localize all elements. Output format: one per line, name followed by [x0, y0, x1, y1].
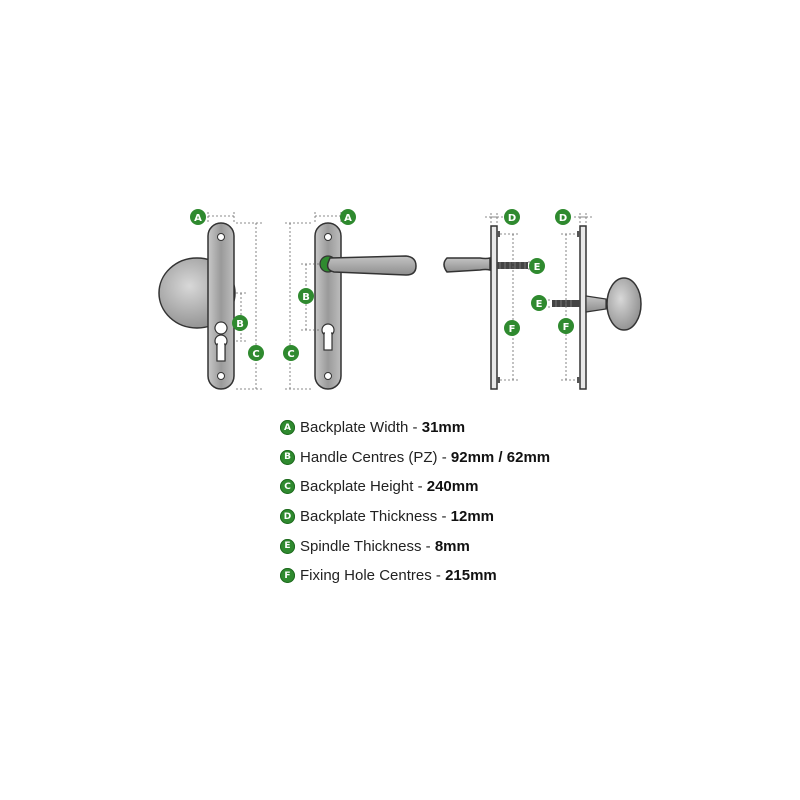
fixing-hole [324, 372, 332, 380]
legend-separator: - [437, 508, 451, 526]
marker-d-badge: D [280, 509, 295, 525]
marker-a-view1: A [190, 209, 206, 225]
side-view-lever [443, 225, 528, 390]
marker-c-view2: C [283, 345, 299, 361]
marker-a-view2: A [340, 209, 356, 225]
backplate-side [490, 225, 498, 390]
marker-a-label: A [344, 213, 352, 224]
legend-separator: - [421, 537, 435, 555]
marker-e-view4: E [531, 295, 547, 311]
fixing-hole [217, 372, 225, 380]
dimension-legend: A Backplate Width - 31mm B Handle Centre… [280, 413, 700, 591]
marker-d-label: D [508, 213, 516, 224]
marker-f-label: F [509, 324, 516, 335]
spindle [497, 262, 528, 269]
side-view-knob [552, 225, 642, 390]
fixing-hole [217, 233, 225, 241]
marker-a-label: A [194, 213, 202, 224]
lever-handle [326, 255, 417, 276]
marker-b-label: B [236, 319, 244, 330]
legend-value: 215mm [445, 567, 497, 585]
marker-f-view4: F [558, 318, 574, 334]
backplate [207, 222, 235, 390]
marker-c-view1: C [248, 345, 264, 361]
marker-b-view1: B [232, 315, 248, 331]
marker-d-label: D [559, 213, 567, 224]
legend-separator: - [437, 448, 451, 466]
legend-label: Handle Centres (PZ) [300, 448, 438, 466]
legend-row-f: F Fixing Hole Centres - 215mm [280, 561, 700, 591]
legend-row-a: A Backplate Width - 31mm [280, 413, 700, 443]
legend-separator: - [413, 478, 427, 496]
marker-c-label: C [252, 349, 259, 360]
marker-c-badge: C [280, 479, 295, 495]
legend-row-b: B Handle Centres (PZ) - 92mm / 62mm [280, 443, 700, 473]
marker-a-badge: A [280, 420, 295, 436]
marker-b-label: B [302, 292, 310, 303]
knob [606, 277, 642, 331]
legend-label: Backplate Height [300, 478, 414, 496]
marker-f-view3: F [504, 320, 520, 336]
marker-b-badge: B [280, 449, 295, 465]
legend-value: 92mm / 62mm [450, 448, 551, 466]
legend-separator: - [431, 567, 446, 585]
front-view-knob [158, 222, 236, 390]
legend-value: 31mm [421, 419, 466, 437]
marker-e-label: E [536, 299, 543, 310]
fixing-hole [324, 233, 332, 241]
front-view-lever [314, 222, 417, 390]
backplate [314, 222, 342, 390]
marker-d-view4: D [555, 209, 571, 225]
legend-value: 8mm [434, 537, 470, 555]
legend-separator: - [408, 419, 422, 437]
lever-handle-side [443, 257, 491, 273]
legend-row-c: C Backplate Height - 240mm [280, 472, 700, 502]
marker-e-label: E [534, 262, 541, 273]
marker-d-view3: D [504, 209, 520, 225]
marker-c-label: C [287, 349, 294, 360]
legend-value: 12mm [450, 508, 494, 526]
legend-label: Backplate Width [300, 419, 409, 437]
marker-b-view2: B [298, 288, 314, 304]
knob-neck [585, 295, 607, 313]
backplate-side [579, 225, 587, 390]
marker-f-label: F [563, 322, 570, 333]
legend-value: 240mm [426, 478, 479, 496]
marker-e-view3: E [529, 258, 545, 274]
legend-row-d: D Backplate Thickness - 12mm [280, 502, 700, 532]
legend-label: Backplate Thickness [300, 508, 438, 526]
legend-label: Fixing Hole Centres [300, 567, 432, 585]
legend-row-e: E Spindle Thickness - 8mm [280, 531, 700, 561]
marker-e-badge: E [280, 538, 295, 554]
marker-f-badge: F [280, 568, 295, 584]
legend-label: Spindle Thickness [300, 537, 422, 555]
